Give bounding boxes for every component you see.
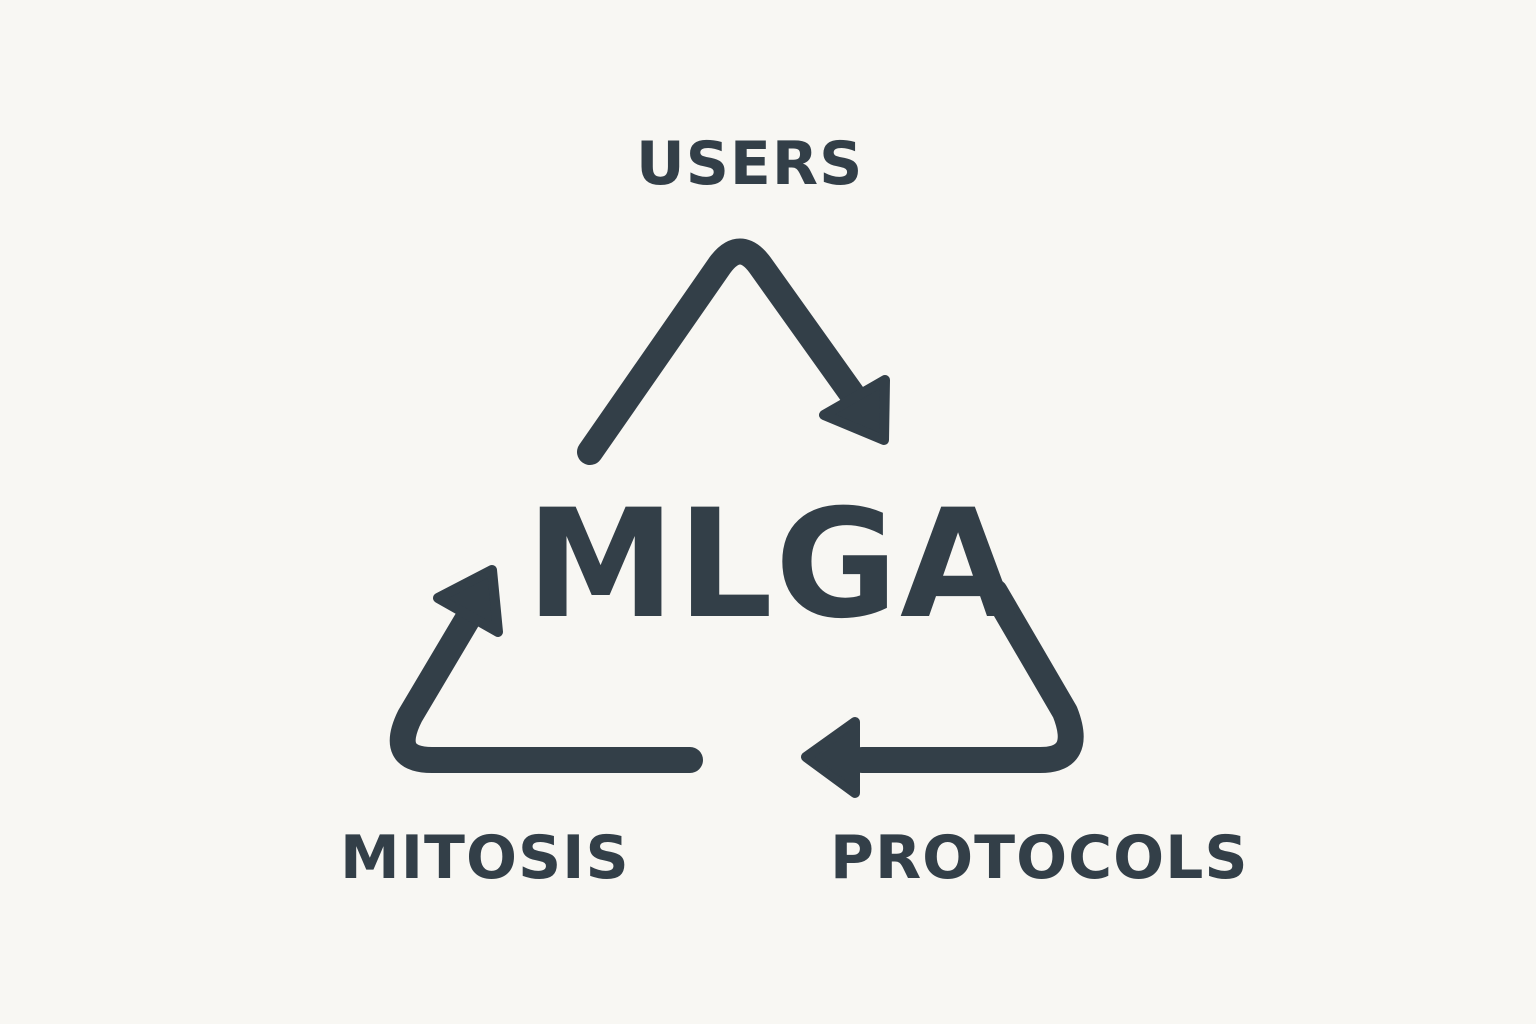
- arrow-top: [577, 238, 890, 465]
- node-label-protocols: PROTOCOLS: [830, 823, 1249, 893]
- node-label-mitosis: MITOSIS: [340, 823, 630, 893]
- arrow-left: [389, 565, 703, 773]
- center-label: MLGA: [526, 478, 1019, 652]
- arrow-right: [801, 579, 1084, 798]
- node-label-users: USERS: [636, 129, 864, 199]
